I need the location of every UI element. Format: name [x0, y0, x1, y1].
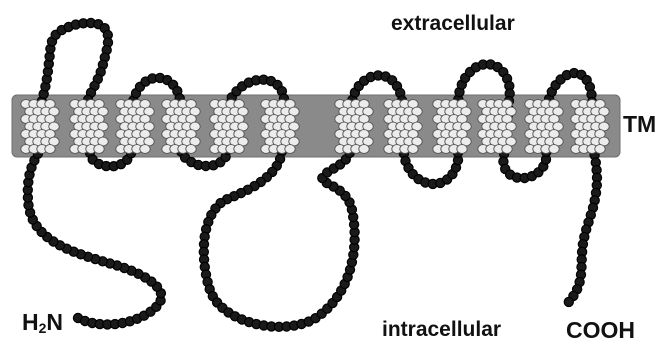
transmembrane-helix [335, 100, 373, 154]
transmembrane-helix [261, 100, 299, 154]
helix-residue [94, 145, 104, 154]
extracellular-label: extracellular [391, 13, 515, 34]
n-terminus-label: H2N [22, 311, 63, 335]
transmembrane-helix [571, 100, 609, 154]
transmembrane-helix [478, 100, 516, 154]
c-terminus-label: COOH [566, 319, 635, 342]
transmembrane-helix [210, 100, 248, 154]
helix-residue [359, 145, 369, 154]
helix-residue [502, 145, 512, 154]
helix-residue [285, 145, 295, 154]
helix-residue [549, 145, 559, 154]
transmembrane-helix [525, 100, 563, 154]
helix-residue [408, 145, 418, 154]
transmembrane-helix [162, 100, 200, 154]
polypeptide-chain [23, 18, 601, 331]
helix-residue [595, 145, 605, 154]
chain-residue [564, 297, 573, 306]
helix-residue [234, 145, 244, 154]
helix-residue [457, 145, 467, 154]
helix-residue [45, 145, 55, 154]
transmembrane-helix [384, 100, 422, 154]
intracellular-label: intracellular [382, 319, 501, 340]
n-terminus-n: N [46, 309, 63, 335]
transmembrane-helix [116, 100, 154, 154]
transmembrane-helix [433, 100, 471, 154]
transmembrane-helix [70, 100, 108, 154]
helix-residue [140, 145, 150, 154]
helix-residue [186, 145, 196, 154]
n-terminus-h: H [22, 309, 39, 335]
transmembrane-helix [21, 100, 59, 154]
transmembrane-label: TM [623, 113, 656, 136]
